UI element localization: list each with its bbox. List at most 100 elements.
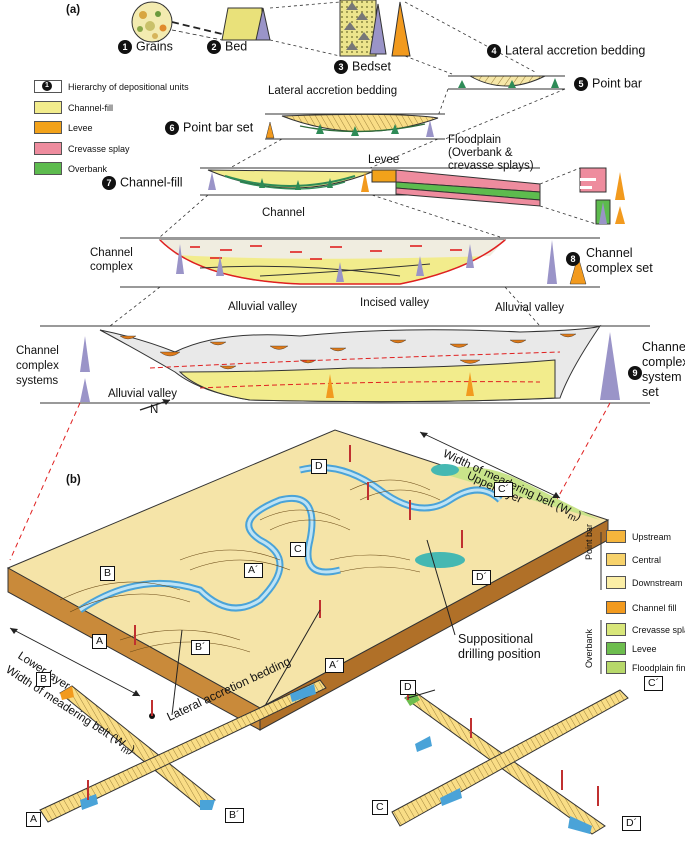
label-line: complex <box>90 261 133 273</box>
label-line: Channel <box>586 246 633 260</box>
legend-floodplain-b: Floodplain fines <box>606 661 685 674</box>
unit-label: Channel-fill <box>120 175 183 190</box>
section-box: B <box>100 566 116 581</box>
xs-label-a: A <box>26 812 42 827</box>
channel-complex-system-section <box>40 324 650 404</box>
channel-fill-section <box>200 167 541 207</box>
floodplain-label: Floodplain(Overbank &crevasse splays) <box>448 134 534 173</box>
legend-label: Channel fill <box>632 602 677 613</box>
block-label-c: C <box>290 542 306 557</box>
section-box: C´ <box>644 676 664 691</box>
legend-group-point-bar: Point bar <box>584 523 594 560</box>
bed-illustration <box>221 7 271 41</box>
label-line: Floodplain <box>448 134 502 146</box>
label-line: Channel <box>90 247 133 259</box>
unit-label: Point bar <box>592 76 643 91</box>
legend-hierarchy: 1 Hierarchy of depositional units <box>34 80 189 93</box>
label-line: complex <box>642 355 685 369</box>
legend-label: Crevasse splay <box>632 624 685 635</box>
block-label-d: D <box>311 459 327 474</box>
legend-swatch <box>34 142 62 155</box>
legend-label: Crevasse splay <box>68 143 130 154</box>
legend-group-overbank: Overbank <box>584 628 594 668</box>
unit-number-badge: 5 <box>574 77 588 91</box>
block-label-c-prime: C´ <box>494 482 514 497</box>
legend-label: Overbank <box>68 163 108 174</box>
legend-levee-b: Levee <box>606 642 657 655</box>
legend-label: Channel-fill <box>68 102 114 113</box>
legend-channel-fill: Channel-fill <box>34 101 113 114</box>
legend-swatch <box>606 601 626 614</box>
legend-label: Upstream <box>632 531 672 542</box>
legend-central: Central <box>606 553 661 566</box>
unit-number-badge: 3 <box>334 60 348 74</box>
legend-crevasse: Crevasse splay <box>34 142 130 155</box>
xs-label-b-prime: B´ <box>225 808 244 823</box>
lateral-accretion-label: Lateral accretion bedding <box>268 85 398 97</box>
block-label-a: A <box>92 634 108 649</box>
unit-number-badge: 9 <box>628 366 642 380</box>
legend-swatch <box>606 623 626 636</box>
unit-number-badge: 1 <box>118 40 132 54</box>
unit-label: Bed <box>225 39 248 54</box>
legend-swatch <box>34 162 62 175</box>
north-label: N <box>150 404 159 416</box>
cross-section-ab <box>39 679 327 823</box>
section-box: A´ <box>244 563 263 578</box>
unit-system-set: 9 <box>628 366 646 380</box>
unit-number-badge: 2 <box>207 40 221 54</box>
panel-b-label: (b) <box>66 474 81 486</box>
section-box: D´ <box>472 570 492 585</box>
levee-label: Levee <box>368 154 400 166</box>
section-box: B´ <box>225 808 244 823</box>
legend-label: Floodplain fines <box>632 662 685 673</box>
legend-swatch <box>606 553 626 566</box>
legend-swatch <box>34 101 62 114</box>
xs-label-d: D <box>400 680 416 695</box>
section-box: B´ <box>191 640 210 655</box>
legend-swatch <box>606 661 626 674</box>
legend-label: Hierarchy of depositional units <box>68 81 189 92</box>
block-label-a-prime: A´ <box>244 563 263 578</box>
section-box: D´ <box>622 816 642 831</box>
unit-number-badge: 8 <box>566 252 580 266</box>
unit-point-bar: 5 Point bar <box>574 77 642 91</box>
legend-label: Levee <box>632 643 657 654</box>
cross-section-cd <box>391 680 629 835</box>
label-line: Channel <box>16 345 59 357</box>
legend-channel-fill-b: Channel fill <box>606 601 677 614</box>
legend-label: Central <box>632 554 662 565</box>
label-line: complex set <box>586 261 653 275</box>
unit-number-badge: 6 <box>165 121 179 135</box>
legend-downstream: Downstream <box>606 576 683 589</box>
legend-badge: 1 <box>42 81 52 91</box>
label-line: Channel <box>642 340 685 354</box>
section-box: B <box>36 672 52 687</box>
block-diagram <box>6 429 610 731</box>
point-bar-lens <box>448 75 565 90</box>
legend-swatch: 1 <box>34 80 62 93</box>
xs-label-b: B <box>36 672 52 687</box>
unit-number-badge: 4 <box>487 44 501 58</box>
label-line: system <box>642 370 682 384</box>
section-box: C´ <box>494 482 514 497</box>
bedset-illustration <box>339 0 411 57</box>
legend-swatch <box>606 530 626 543</box>
legend-label: Downstream <box>632 577 683 588</box>
block-label-d-prime: D´ <box>472 570 492 585</box>
legend-swatch <box>606 642 626 655</box>
incised-valley-label: Incised valley <box>360 297 430 309</box>
floodplain-column <box>579 167 625 225</box>
xs-label-c: C <box>372 800 388 815</box>
legend-swatch <box>34 121 62 134</box>
section-box: D <box>311 459 327 474</box>
